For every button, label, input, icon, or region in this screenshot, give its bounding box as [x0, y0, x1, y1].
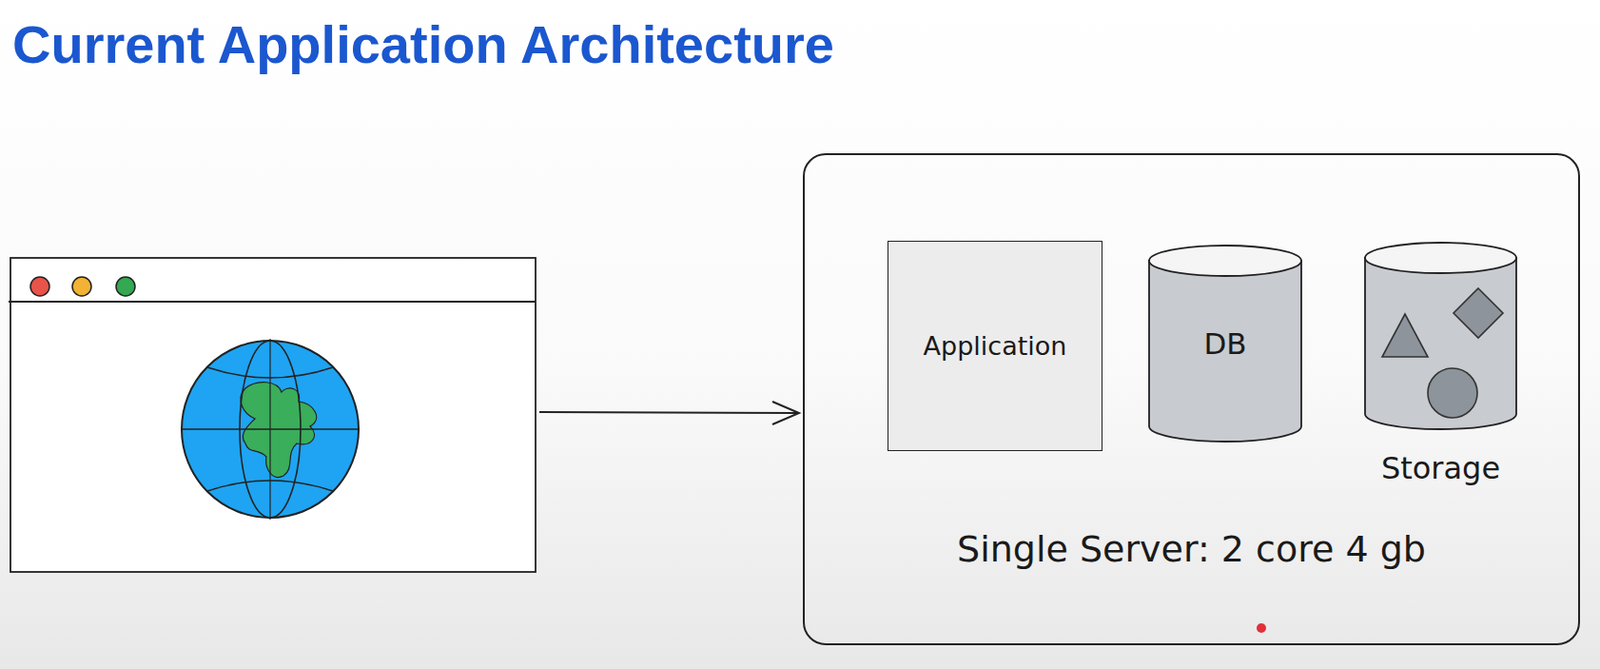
globe-icon: [181, 338, 359, 520]
storage-label: Storage: [1381, 449, 1501, 487]
window-dot: [72, 276, 92, 296]
label-row: Single Server: 2 core 4 gb: [804, 527, 1579, 570]
box-label: Application: [923, 331, 1068, 361]
page-title: Current Application Architecture: [12, 13, 835, 76]
server-box: Single Server: 2 core 4 gb Application DB S…: [802, 153, 1581, 645]
process-box: Application: [887, 240, 1103, 451]
cylinder-shape: [1363, 240, 1519, 431]
cursor-dot: [1256, 623, 1267, 633]
arrow-head: [772, 401, 800, 425]
window-dot: [30, 276, 50, 296]
request-arrow: [539, 411, 798, 413]
db-label: DB: [1203, 326, 1247, 361]
storage-cylinder: Storage: [1363, 240, 1519, 500]
server-label: Single Server: 2 core 4 gb: [956, 527, 1426, 570]
label-row: Storage: [1344, 449, 1538, 487]
browser-bar-line: [8, 300, 536, 303]
database-cylinder: DB: [1147, 243, 1304, 444]
browser-window: [10, 257, 536, 572]
window-dot: [116, 276, 136, 296]
